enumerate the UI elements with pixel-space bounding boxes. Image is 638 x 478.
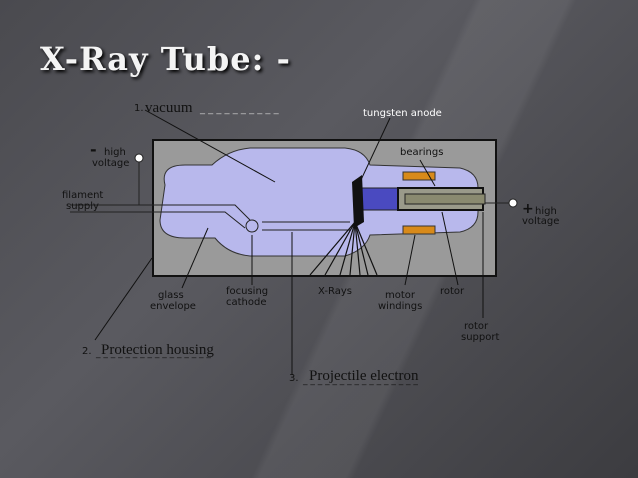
motor-label: motor <box>385 290 416 301</box>
glass-label: glass <box>158 290 184 301</box>
glass-envelope-leader <box>181 227 209 289</box>
protection-housing-leader <box>94 257 153 341</box>
motor-windings-leader <box>404 234 416 286</box>
hv-neg-label: high <box>104 147 126 158</box>
glass-label-2: envelope <box>150 301 196 312</box>
rotor-support-label: rotor <box>464 321 489 332</box>
bearings-leader <box>419 159 436 187</box>
hv-pos-terminal <box>508 198 518 208</box>
motor-label-2: windings <box>378 301 422 312</box>
hv-pos-label-2: voltage <box>522 216 559 227</box>
vacuum-arrow <box>144 109 276 183</box>
annotation-2-text: Protection housing <box>101 342 214 358</box>
tungsten-anode-label: tungsten anode <box>363 108 442 119</box>
filament-label: filament <box>62 190 103 201</box>
rotor-shaft <box>404 193 486 205</box>
tungsten-anode-disc <box>352 175 364 228</box>
annotation-1-number: 1. <box>134 103 144 114</box>
xrays-label: X-Rays <box>318 286 352 297</box>
hv-neg-sign: - <box>90 140 97 159</box>
focusing-label-2: cathode <box>226 297 267 308</box>
annotation-2-number: 2. <box>82 346 92 357</box>
hv-neg-label-2: voltage <box>92 158 129 169</box>
annotation-1-text: vacuum <box>145 100 193 116</box>
rotor-leader <box>441 211 459 286</box>
glass-envelope <box>159 147 479 257</box>
filament-label-2: supply <box>66 201 99 212</box>
tungsten-anode-leader <box>359 117 391 183</box>
hv-pos-sign: + <box>522 201 534 217</box>
hv-neg-terminal <box>134 153 144 163</box>
anode-stem <box>359 187 401 211</box>
filament-wires <box>70 204 251 229</box>
bearings-label: bearings <box>400 147 443 158</box>
annotation-3-text: Projectile electron <box>309 368 419 384</box>
annotation-2-dashes: _ _ _ _ _ _ _ _ _ _ _ _ _ _ _ _ <box>95 349 211 359</box>
xray-beams <box>309 221 378 276</box>
motor-winding-bottom <box>402 225 436 235</box>
rotor-label: rotor <box>440 286 465 297</box>
focusing-label: focusing <box>226 286 268 297</box>
bearing-top <box>402 171 436 181</box>
slide-title: X-Ray Tube: - <box>40 40 291 78</box>
focusing-cup <box>245 219 259 233</box>
hv-pos-label: high <box>535 206 557 217</box>
annotation-3-number: 3. <box>289 373 299 384</box>
electron-beam <box>262 221 350 231</box>
annotation-3-dashes: _ _ _ _ _ _ _ _ _ _ _ _ _ _ _ _ <box>302 376 418 386</box>
rotor-support-label-2: support <box>461 332 499 343</box>
annotation-1-dashes: _ _ _ _ _ _ _ _ _ _ <box>199 104 280 115</box>
